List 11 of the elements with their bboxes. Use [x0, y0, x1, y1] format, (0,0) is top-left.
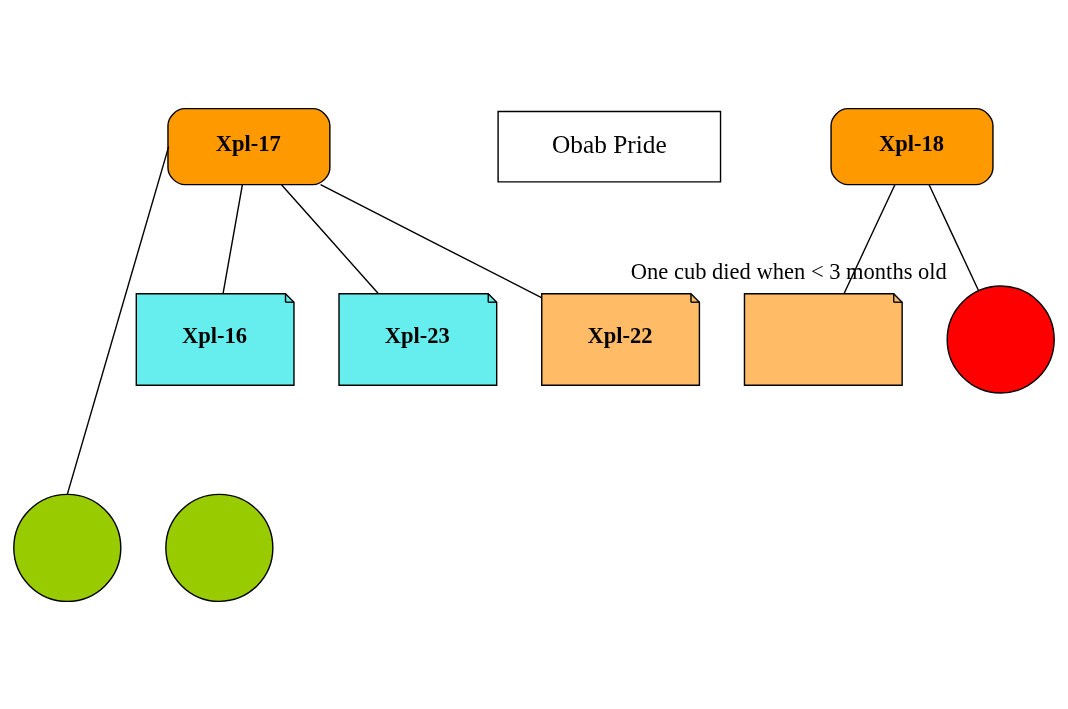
- node-box: Obab Pride: [497, 110, 722, 183]
- node-box: Xpl-18: [830, 107, 994, 185]
- connector: [66, 145, 170, 495]
- node-circle: [13, 493, 122, 602]
- node-circle: [946, 284, 1055, 394]
- node-circle: [165, 493, 274, 602]
- connector: [280, 183, 379, 294]
- connector: [222, 183, 244, 294]
- connector: [928, 183, 980, 291]
- node-box: Xpl-17: [167, 107, 331, 185]
- connector: [319, 183, 543, 298]
